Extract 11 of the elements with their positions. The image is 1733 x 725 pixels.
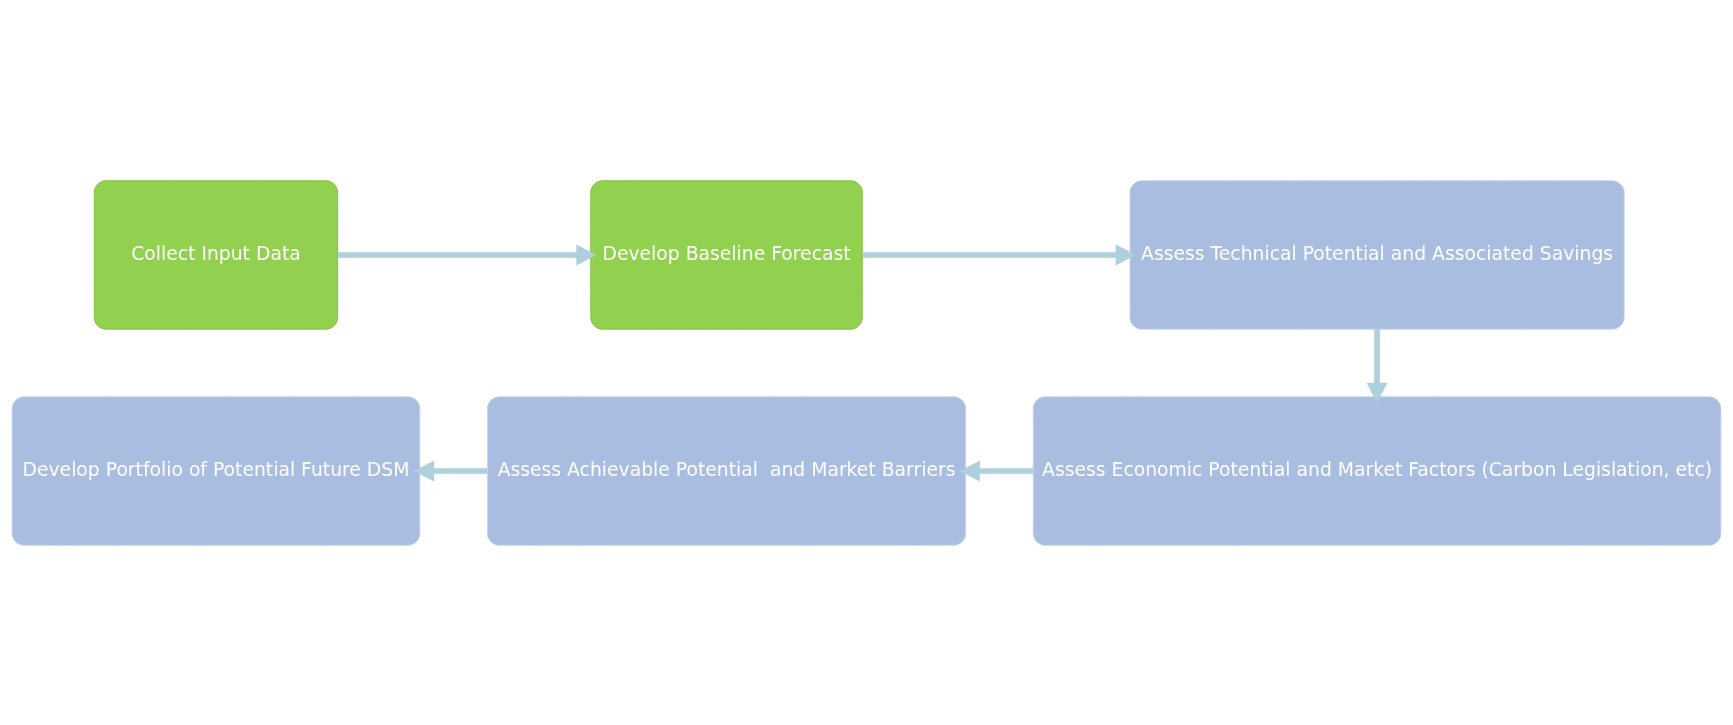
arrow: [959, 459, 1034, 482]
arrow: [414, 459, 488, 482]
node-box: Assess Economic Potential and Market Factors (Carbon Legislation, etc): [1032, 395, 1722, 546]
node-box: Assess Technical Potential and Associated Savings: [1129, 179, 1625, 330]
arrow: [862, 243, 1136, 266]
arrow: [337, 243, 597, 266]
node-box: Collect Input Data: [93, 179, 339, 330]
node-box: Develop Portfolio of Potential Future DSM: [11, 395, 421, 546]
arrow: [1366, 328, 1388, 403]
node-box: Assess Achievable Potential and Market Barriers: [486, 395, 967, 546]
node-box: Develop Baseline Forecast: [590, 179, 863, 330]
